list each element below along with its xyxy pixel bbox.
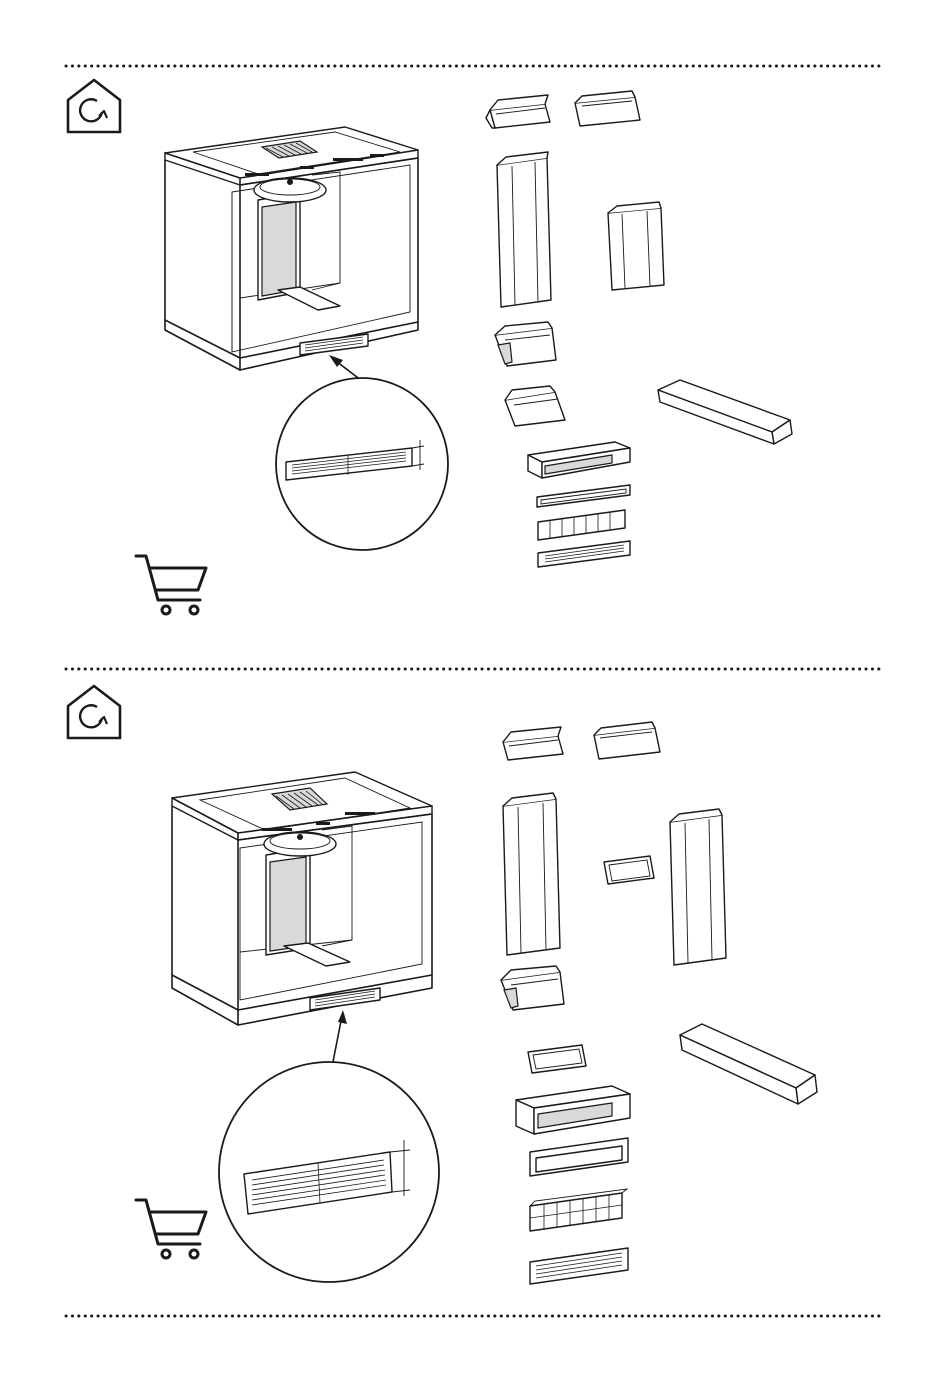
accessory-filter-cartridge xyxy=(538,510,625,540)
accessory-duct-bend-90 xyxy=(495,322,556,366)
accessory-duct-straight-long xyxy=(497,152,551,307)
accessory-plinth-grille xyxy=(530,1248,628,1284)
home-recirculation-icon xyxy=(68,80,120,132)
accessory-flat-duct-pipe xyxy=(680,1024,817,1104)
accessory-duct-connector xyxy=(575,91,640,126)
accessory-duct-straight-short xyxy=(608,202,664,290)
accessory-duct-connector xyxy=(594,722,660,759)
accessory-duct-straight-long xyxy=(503,793,560,955)
accessory-plinth-frame xyxy=(537,485,630,507)
accessory-flat-duct-pipe xyxy=(658,380,792,444)
accessory-duct-bend-90 xyxy=(501,966,564,1010)
accessory-plinth-box xyxy=(516,1086,630,1134)
home-recirculation-icon xyxy=(68,686,120,738)
accessory-plinth-box xyxy=(528,442,630,478)
shopping-cart-icon xyxy=(136,556,206,614)
kitchen-cabinet-with-hob xyxy=(165,127,418,370)
accessory-duct-elbow xyxy=(503,727,563,760)
kitchen-cabinet-with-hob xyxy=(172,772,432,1025)
accessory-filter-cartridge xyxy=(530,1189,627,1231)
grille-detail-zoom xyxy=(276,378,448,550)
shopping-cart-icon xyxy=(136,1200,206,1258)
accessory-duct-coupler xyxy=(604,856,654,884)
accessory-plinth-frame xyxy=(530,1138,628,1176)
accessory-duct-small-connector xyxy=(528,1045,586,1073)
accessory-duct-elbow xyxy=(486,95,550,128)
accessory-plinth-grille xyxy=(538,541,630,567)
accessory-duct-straight-long xyxy=(670,809,726,965)
grille-detail-zoom xyxy=(219,1062,439,1282)
accessory-duct-bend-flat xyxy=(505,386,565,426)
